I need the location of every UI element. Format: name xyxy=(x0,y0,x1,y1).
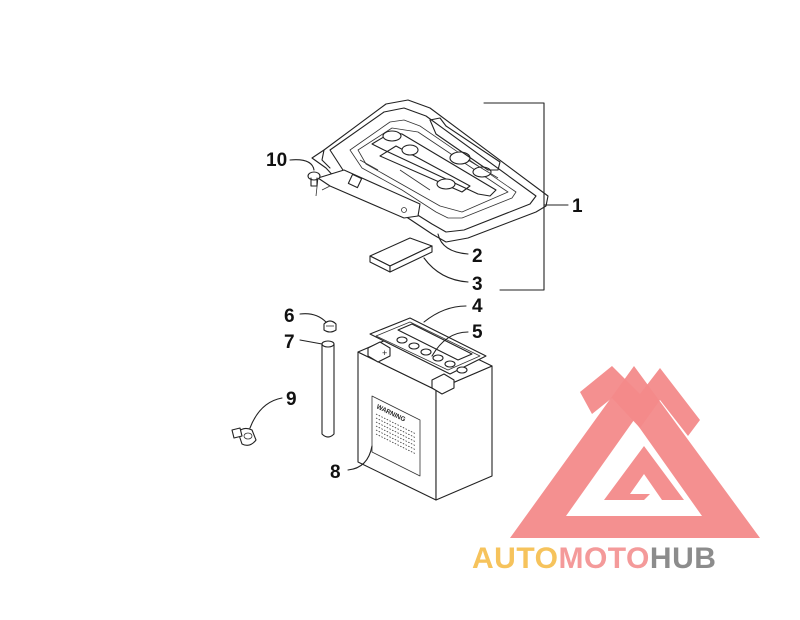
logo-g-shape xyxy=(604,446,684,500)
logo-inner-mark xyxy=(580,366,700,436)
battery: + WARNING xyxy=(357,317,493,501)
callout-10: 10 xyxy=(266,150,287,171)
wordmark-auto: AUTO xyxy=(472,542,558,575)
callout-7: 7 xyxy=(284,332,295,353)
watermark-logo xyxy=(510,366,760,538)
vent-tube xyxy=(321,340,335,438)
terminal-mark: + xyxy=(382,348,387,358)
foam-pad xyxy=(369,237,433,273)
screw xyxy=(307,171,321,187)
callout-8: 8 xyxy=(330,462,341,483)
svg-text:AUTOMOTOHUB: AUTOMOTOHUB xyxy=(472,542,716,575)
hose-clamp xyxy=(323,320,337,333)
callout-9: 9 xyxy=(286,389,297,410)
watermark-wordmark: AUTOMOTOHUB xyxy=(472,542,716,575)
positive-terminal xyxy=(431,373,455,395)
logo-triangle xyxy=(510,366,760,538)
callout-4: 4 xyxy=(472,296,483,317)
callout-2: 2 xyxy=(472,246,483,267)
callout-3: 3 xyxy=(472,274,483,295)
wordmark-moto: MOTO xyxy=(558,542,649,575)
callout-6: 6 xyxy=(284,306,295,327)
callout-labels: 1 2 3 4 5 6 7 8 9 10 xyxy=(266,150,583,483)
battery-caps xyxy=(396,336,468,374)
callout-1: 1 xyxy=(572,196,583,217)
callout-5: 5 xyxy=(472,322,483,343)
wordmark-hub: HUB xyxy=(650,542,717,575)
tool-tray xyxy=(311,99,549,243)
vent-elbow xyxy=(231,427,257,446)
leader-lines xyxy=(249,102,569,471)
negative-terminal xyxy=(367,341,391,363)
